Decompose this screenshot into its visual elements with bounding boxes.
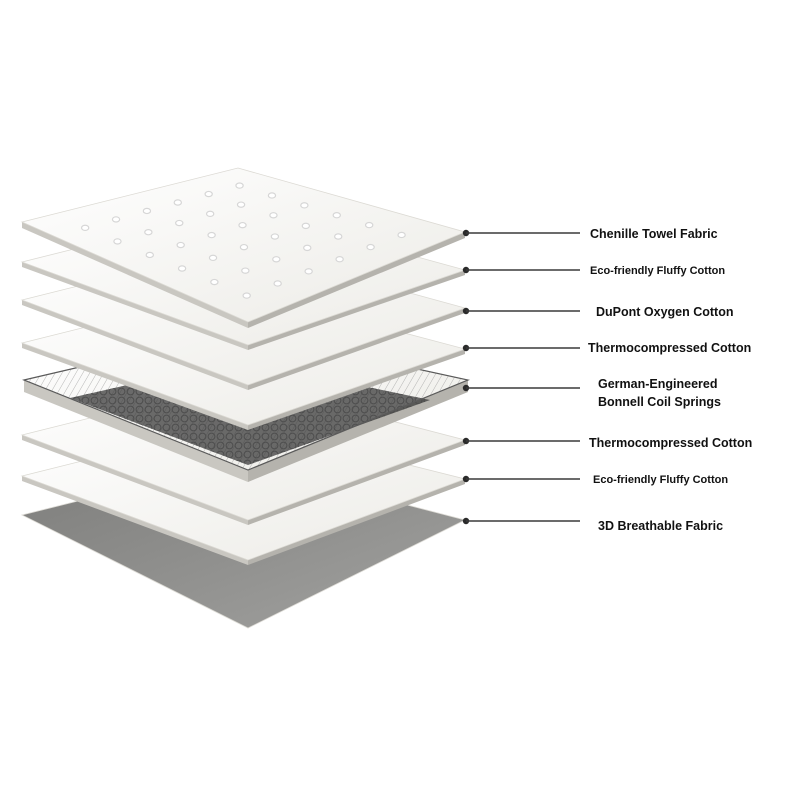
layer-chenille	[20, 167, 467, 328]
quilt-tuft	[144, 229, 153, 236]
layer-label: DuPont Oxygen Cotton	[596, 305, 734, 319]
layer-edge-right	[248, 349, 465, 430]
callout-eco-cotton-bottom: Eco-friendly Fluffy Cotton	[462, 474, 728, 486]
layer-label: Chenille Towel Fabric	[590, 227, 718, 241]
quilt-tuft	[142, 207, 152, 215]
callout-thermo-bottom: Thermocompressed Cotton	[462, 436, 752, 450]
quilt-tuft	[273, 280, 282, 287]
quilt-tuft	[210, 278, 219, 286]
quilt-tuft	[303, 244, 312, 252]
layer-label: Eco-friendly Fluffy Cotton	[590, 265, 725, 277]
layer-edge-right	[248, 232, 465, 328]
layer-edge-left	[22, 343, 248, 430]
quilt-tuft	[205, 210, 215, 218]
layer-label: Bonnell Coil Springs	[598, 395, 721, 409]
quilt-tuft	[238, 221, 247, 229]
quilt-tuft	[272, 256, 281, 263]
layer-edge-right	[248, 479, 465, 565]
layer-label: Thermocompressed Cotton	[588, 341, 751, 355]
quilt-tuft	[300, 202, 309, 209]
quilt-tuft	[239, 243, 249, 251]
layer-edge-right	[248, 440, 465, 525]
layer-edge-left	[22, 300, 248, 390]
layer-label: Eco-friendly Fluffy Cotton	[593, 474, 728, 486]
quilt-tuft	[270, 233, 280, 240]
quilt-tuft	[177, 265, 187, 272]
quilt-tuft	[241, 267, 250, 274]
quilt-tuft	[111, 216, 121, 223]
layer-label: 3D Breathable Fabric	[598, 519, 723, 533]
quilt-tuft	[267, 192, 277, 199]
layer-label: Thermocompressed Cotton	[589, 436, 752, 450]
callout-dupont: DuPont Oxygen Cotton	[462, 305, 734, 319]
quilt-tuft	[236, 201, 246, 208]
quilt-tuft	[175, 219, 184, 227]
quilt-tuft	[366, 243, 375, 251]
quilt-tuft	[269, 212, 278, 219]
layer-edge-left	[22, 435, 248, 525]
quilt-tuft	[145, 251, 154, 259]
callout-eco-cotton-top: Eco-friendly Fluffy Cotton	[462, 265, 725, 277]
quilt-tuft	[335, 256, 344, 263]
quilt-tuft	[204, 190, 213, 198]
quilt-tuft	[80, 224, 90, 232]
layers-group	[20, 167, 471, 629]
quilt-tuft	[364, 221, 374, 229]
layer-edge-right	[248, 270, 465, 350]
quilt-tuft	[301, 222, 311, 230]
quilt-tuft	[208, 254, 218, 262]
layer-label: German-Engineered	[598, 377, 717, 391]
quilt-tuft	[173, 199, 182, 206]
layer-edge-left	[22, 476, 248, 565]
quilt-tuft	[304, 268, 313, 275]
quilt-tuft	[334, 233, 343, 240]
quilt-tuft	[176, 241, 185, 249]
layer-edge-left	[22, 222, 248, 328]
quilt-tuft	[242, 292, 251, 299]
layer-edge-right	[248, 308, 465, 390]
callout-breathable: 3D Breathable Fabric	[462, 517, 723, 533]
callout-chenille: Chenille Towel Fabric	[462, 227, 718, 241]
layer-edge-left	[24, 380, 248, 482]
quilt-tuft	[332, 212, 341, 219]
callout-thermo-top: Thermocompressed Cotton	[462, 341, 751, 355]
layer-edge-left	[22, 262, 248, 350]
quilt-tuft	[397, 231, 406, 239]
quilt-tuft	[207, 231, 216, 239]
quilt-tuft	[235, 182, 244, 189]
quilt-tuft	[113, 238, 122, 245]
